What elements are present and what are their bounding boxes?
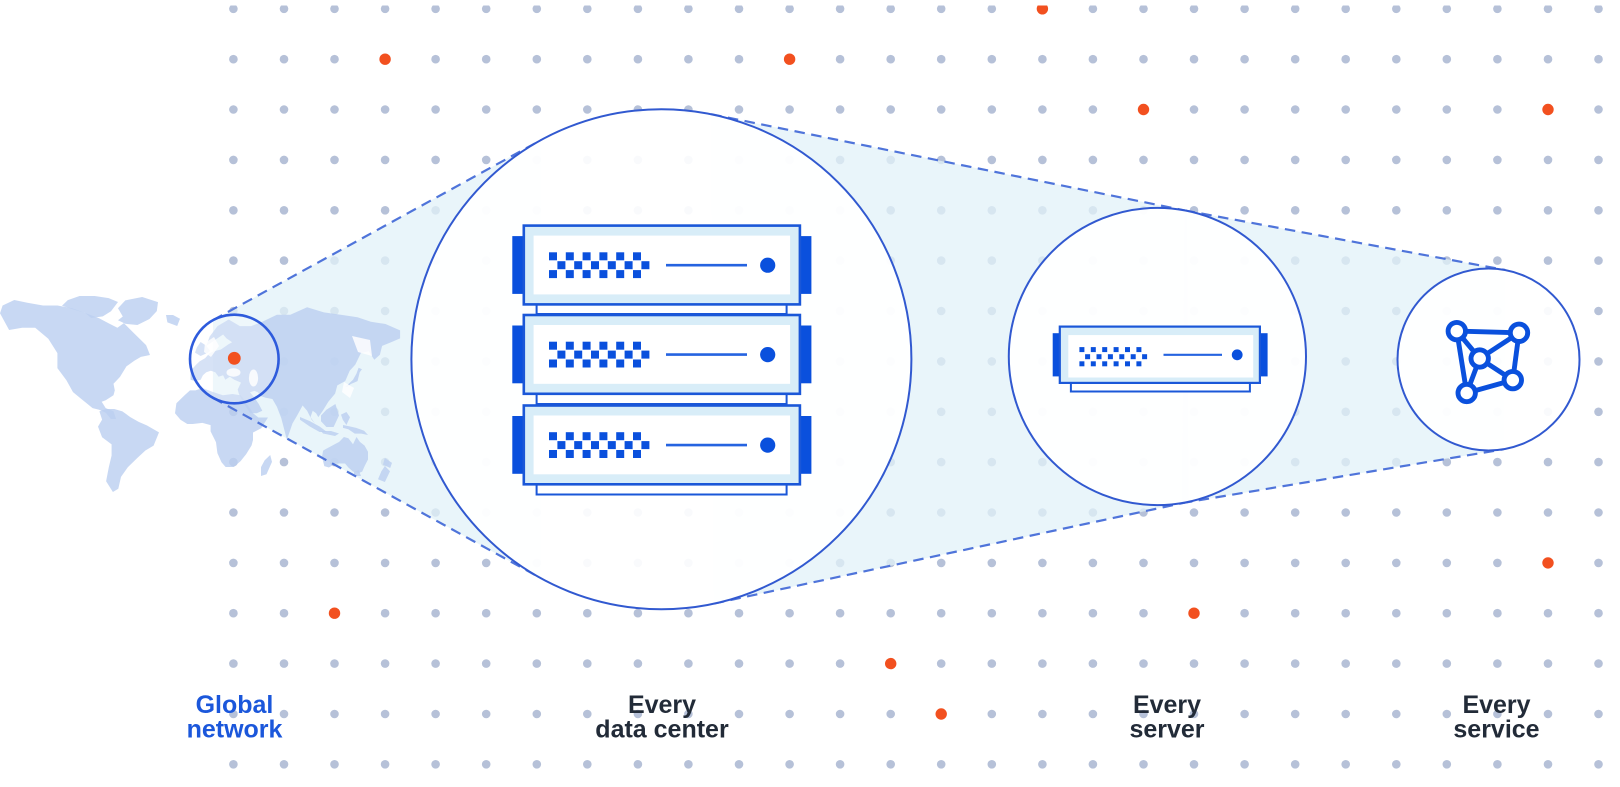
svg-text:service: service	[1453, 716, 1539, 744]
svg-text:Global: Global	[196, 691, 274, 719]
svg-text:Every: Every	[628, 691, 696, 719]
svg-text:server: server	[1129, 716, 1204, 744]
svg-text:Every: Every	[1133, 691, 1201, 719]
svg-text:data center: data center	[595, 716, 729, 744]
svg-text:Every: Every	[1462, 691, 1530, 719]
svg-text:network: network	[187, 716, 283, 744]
